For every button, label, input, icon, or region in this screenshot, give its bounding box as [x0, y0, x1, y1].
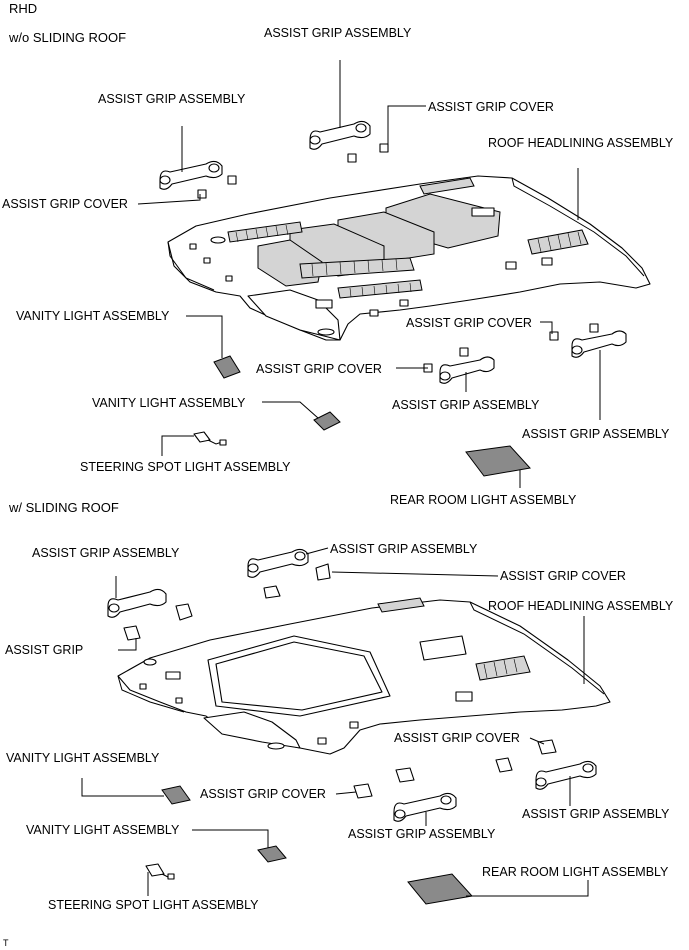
vanity-light-top-1 — [213, 355, 241, 379]
b-label-assist-grip-assembly-rr: ASSIST GRIP ASSEMBLY — [522, 807, 670, 821]
grip-cover-4 — [347, 153, 357, 163]
b-label-assist-grip-cover-rr: ASSIST GRIP COVER — [394, 731, 520, 745]
b-label-assist-grip-assembly-top: ASSIST GRIP ASSEMBLY — [330, 542, 478, 556]
b-assist-grip-mid — [393, 792, 457, 822]
b-grip-cover-4 — [315, 563, 331, 581]
b-label-roof-headlining-assembly: ROOF HEADLINING ASSEMBLY — [488, 599, 674, 613]
label-vanity-light-assembly-2: VANITY LIGHT ASSEMBLY — [92, 396, 246, 410]
label-assist-grip-assembly-rr: ASSIST GRIP ASSEMBLY — [522, 427, 670, 441]
label-assist-grip-cover-left: ASSIST GRIP COVER — [2, 197, 128, 211]
label-assist-grip-assembly-left: ASSIST GRIP ASSEMBLY — [98, 92, 246, 106]
b-assist-grip-rr — [535, 760, 597, 790]
w-sliding-roof-label: w/ SLIDING ROOF — [8, 500, 119, 515]
b-grip-cover-6 — [495, 757, 513, 773]
assist-grip-rr — [571, 330, 627, 358]
label-steering-spot-light-assembly: STEERING SPOT LIGHT ASSEMBLY — [80, 460, 291, 474]
b-label-rear-room-light-assembly: REAR ROOM LIGHT ASSEMBLY — [482, 865, 669, 879]
vanity-light-top-2 — [313, 411, 341, 431]
b-grip-cover-8 — [353, 783, 373, 799]
b-grip-cover-3 — [263, 585, 281, 599]
b-label-assist-grip-assembly-left: ASSIST GRIP ASSEMBLY — [32, 546, 180, 560]
label-assist-grip-assembly-top: ASSIST GRIP ASSEMBLY — [264, 26, 412, 40]
wo-sliding-roof-label: w/o SLIDING ROOF — [8, 30, 126, 45]
b-rear-room-light — [407, 873, 473, 905]
roof-headlining-panel-bottom — [117, 597, 611, 755]
label-assist-grip-cover-rr: ASSIST GRIP COVER — [406, 316, 532, 330]
b-label-vanity-light-assembly-2: VANITY LIGHT ASSEMBLY — [26, 823, 180, 837]
b-label-assist-grip-assembly-mid: ASSIST GRIP ASSEMBLY — [348, 827, 496, 841]
grip-cover-8 — [459, 347, 469, 357]
rhd-label: RHD — [9, 1, 37, 16]
b-grip-cover-1 — [175, 603, 193, 621]
grip-cover-6 — [589, 323, 599, 333]
bottom-section: ASSIST GRIP ASSEMBLY ASSIST GRIP ASSEMBL… — [5, 542, 674, 912]
b-grip-cover-2 — [123, 625, 141, 641]
grip-cover-2 — [197, 189, 207, 199]
b-vanity-light-1 — [161, 785, 191, 805]
label-assist-grip-assembly-mid: ASSIST GRIP ASSEMBLY — [392, 398, 540, 412]
b-label-steering-spot-light-assembly: STEERING SPOT LIGHT ASSEMBLY — [48, 898, 259, 912]
label-vanity-light-assembly-1: VANITY LIGHT ASSEMBLY — [16, 309, 170, 323]
label-assist-grip-cover-right: ASSIST GRIP COVER — [428, 100, 554, 114]
leaders-bottom — [81, 547, 589, 897]
b-vanity-light-2 — [257, 845, 287, 863]
b-grip-cover-7 — [395, 767, 415, 783]
assist-grip-top-center — [309, 120, 371, 150]
b-label-assist-grip-cover-mid: ASSIST GRIP COVER — [200, 787, 326, 801]
assist-grip-top-left — [159, 160, 223, 190]
grip-cover-1 — [227, 175, 237, 185]
roof-headlining-panel-top — [167, 175, 651, 341]
b-label-assist-grip: ASSIST GRIP — [5, 643, 83, 657]
rear-room-light-top — [465, 445, 531, 477]
label-roof-headlining-assembly: ROOF HEADLINING ASSEMBLY — [488, 136, 674, 150]
steering-spot-light-top — [193, 431, 227, 446]
label-rear-room-light-assembly: REAR ROOM LIGHT ASSEMBLY — [390, 493, 577, 507]
corner-mark: T — [3, 938, 9, 948]
b-steering-spot-light — [145, 863, 175, 880]
b-label-vanity-light-assembly-1: VANITY LIGHT ASSEMBLY — [6, 751, 160, 765]
b-assist-grip-top — [247, 548, 309, 578]
grip-cover-3 — [379, 143, 389, 153]
b-label-assist-grip-cover-top: ASSIST GRIP COVER — [500, 569, 626, 583]
b-assist-grip-left — [107, 588, 167, 618]
grip-cover-5 — [549, 331, 559, 341]
top-section: ASSIST GRIP ASSEMBLY ASSIST GRIP ASSEMBL… — [2, 26, 674, 507]
assist-grip-mid — [439, 356, 495, 384]
label-assist-grip-cover-mid: ASSIST GRIP COVER — [256, 362, 382, 376]
leaders-top — [137, 60, 601, 488]
